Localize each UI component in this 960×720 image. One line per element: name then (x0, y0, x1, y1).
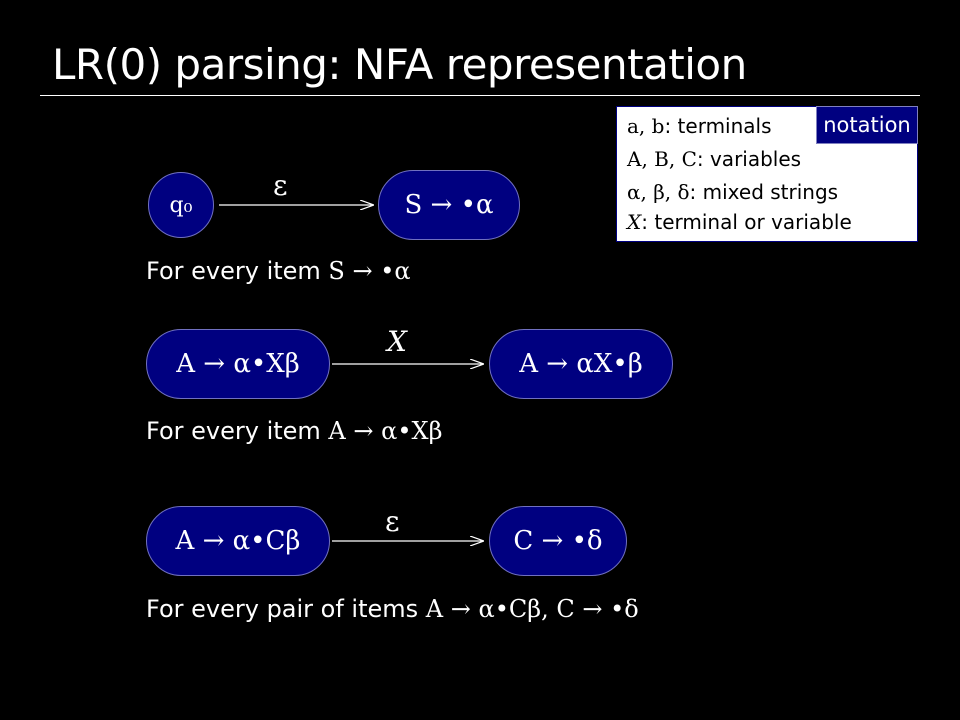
caption-rule-1: For every item S → •α (146, 256, 411, 286)
notation-line-symbol: X: terminal or variable (627, 208, 852, 236)
state-c-start-item: C → •δ (489, 506, 627, 576)
notation-symbols: X (627, 210, 642, 234)
state-item-after-x: A → αX•β (489, 329, 673, 399)
caption-text: For every pair of items (146, 595, 426, 623)
edge-label-epsilon: ε (273, 169, 288, 202)
notation-text: : terminal or variable (641, 210, 852, 234)
notation-line-terminals: a, b: terminals (627, 112, 772, 140)
caption-rule-3: For every pair of items A → α•Cβ, C → •δ (146, 594, 639, 624)
notation-box: notation a, b: terminals A, B, C: variab… (616, 106, 918, 242)
notation-line-variables: A, B, C: variables (627, 145, 801, 173)
caption-rule-2: For every item A → α•Xβ (146, 416, 442, 446)
caption-text: For every item (146, 257, 329, 285)
state-item-before-c: A → α•Cβ (146, 506, 330, 576)
caption-item: A → α•Cβ, C → •δ (425, 595, 639, 623)
notation-symbols: a, b (627, 114, 665, 138)
notation-symbols: A, B, C (627, 147, 697, 171)
edge-label-epsilon: ε (385, 505, 400, 538)
notation-symbols: α, β, δ (627, 180, 690, 204)
notation-line-mixed-strings: α, β, δ: mixed strings (627, 178, 838, 206)
edge-label-x: X (387, 325, 407, 358)
caption-text: For every item (146, 417, 329, 445)
notation-text: : variables (696, 147, 802, 171)
state-start-item: S → •α (378, 170, 520, 240)
title-divider (40, 95, 920, 96)
notation-text: : mixed strings (689, 180, 839, 204)
slide-title: LR(0) parsing: NFA representation (52, 40, 747, 89)
caption-item: S → •α (328, 257, 411, 285)
notation-text: : terminals (664, 114, 772, 138)
notation-tag: notation (816, 106, 918, 144)
caption-item: A → α•Xβ (328, 417, 443, 445)
state-q0: q₀ (148, 172, 214, 238)
state-item-before-x: A → α•Xβ (146, 329, 330, 399)
